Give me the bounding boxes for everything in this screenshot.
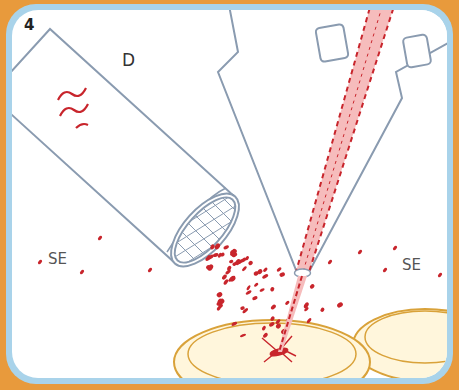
droplet bbox=[357, 249, 363, 255]
droplet bbox=[79, 269, 85, 275]
droplet bbox=[212, 252, 219, 258]
droplet bbox=[259, 288, 265, 293]
panel-number: 4 bbox=[24, 18, 34, 33]
droplet bbox=[241, 266, 247, 272]
droplet bbox=[245, 289, 252, 295]
spray-droplets bbox=[37, 235, 443, 339]
droplet bbox=[320, 307, 326, 313]
droplet bbox=[225, 269, 232, 275]
droplet bbox=[240, 306, 246, 311]
droplet bbox=[262, 332, 269, 338]
droplet bbox=[221, 274, 228, 281]
droplet bbox=[240, 257, 247, 264]
droplet bbox=[223, 244, 230, 250]
droplet bbox=[303, 301, 310, 309]
droplet bbox=[382, 267, 388, 273]
droplet bbox=[327, 259, 333, 265]
droplet bbox=[284, 300, 290, 306]
droplet bbox=[231, 321, 238, 327]
droplet bbox=[437, 272, 443, 278]
laser-beam bbox=[278, 10, 396, 352]
droplet bbox=[240, 333, 247, 338]
droplet bbox=[214, 242, 221, 250]
droplet bbox=[275, 323, 282, 330]
droplet bbox=[218, 303, 224, 309]
droplet bbox=[336, 301, 344, 308]
droplet bbox=[276, 267, 282, 273]
droplet bbox=[306, 317, 312, 324]
part-label: D bbox=[122, 52, 135, 69]
droplet bbox=[147, 267, 153, 273]
droplet bbox=[228, 275, 236, 283]
droplet bbox=[261, 273, 268, 279]
petri-dishes bbox=[174, 309, 447, 378]
droplet bbox=[270, 316, 276, 322]
droplet bbox=[256, 268, 263, 275]
droplet bbox=[205, 264, 211, 270]
droplet bbox=[261, 325, 266, 331]
droplet bbox=[262, 267, 268, 273]
droplet bbox=[279, 272, 286, 278]
droplet bbox=[216, 291, 224, 298]
part-label: SE bbox=[48, 252, 67, 267]
droplet bbox=[253, 282, 259, 287]
droplet bbox=[37, 259, 43, 265]
part-label: SE bbox=[402, 258, 421, 273]
droplet bbox=[270, 286, 276, 292]
droplet bbox=[309, 283, 315, 290]
droplet bbox=[229, 259, 234, 264]
droplet bbox=[97, 235, 103, 241]
droplet bbox=[229, 249, 236, 257]
droplet bbox=[392, 245, 398, 251]
droplet bbox=[247, 260, 253, 266]
droplet bbox=[252, 295, 259, 301]
droplet bbox=[246, 285, 251, 291]
droplet bbox=[268, 321, 275, 327]
droplet bbox=[234, 258, 242, 266]
droplet bbox=[270, 304, 277, 311]
droplet bbox=[209, 244, 215, 251]
